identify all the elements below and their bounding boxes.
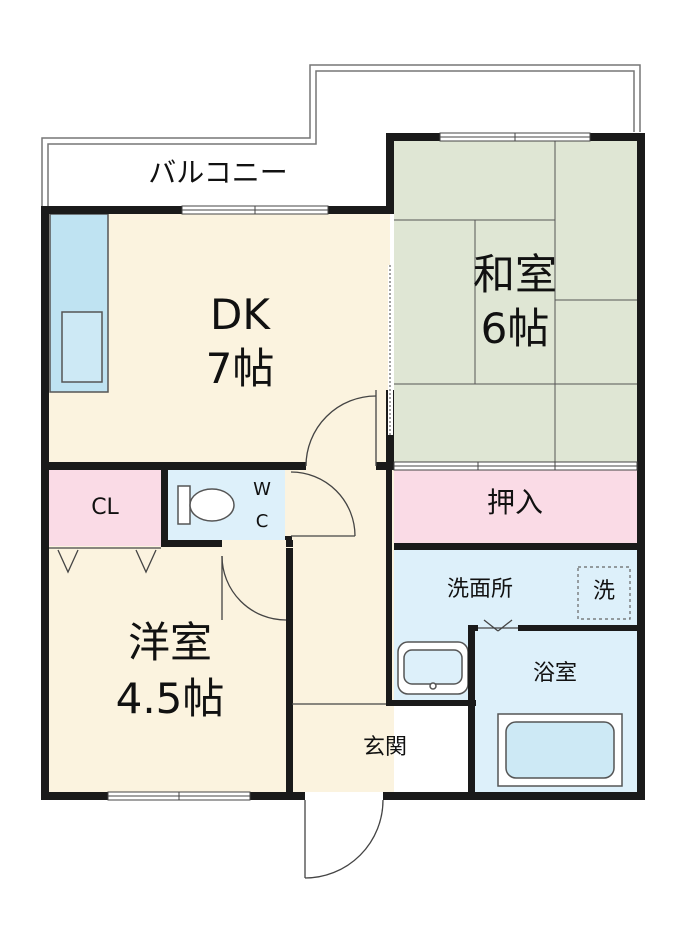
- oshiire-sliding-door: [393, 461, 638, 471]
- balcony-outline: [41, 64, 641, 210]
- wc-w-label: W: [253, 479, 271, 500]
- wc-c-label: C: [255, 511, 269, 532]
- bathtub: [497, 713, 623, 787]
- closet-floor: [45, 470, 165, 546]
- closet-label: CL: [91, 495, 119, 520]
- washitsu-size-label: 6帖: [480, 304, 550, 353]
- washer-label: 洗: [592, 579, 615, 604]
- senmenjo-label: 洗面所: [446, 577, 513, 602]
- washer-space: [577, 566, 631, 620]
- yoshitsu-name-label: 洋室: [127, 618, 212, 667]
- balcony-label: バルコニー: [148, 156, 288, 189]
- toilet-fixture: [177, 485, 235, 525]
- oshiire-label: 押入: [486, 486, 543, 519]
- hallway-floor: [291, 470, 394, 796]
- genkan-label: 玄関: [362, 735, 407, 760]
- wash-basin: [397, 641, 469, 695]
- washitsu-floor: [394, 137, 637, 466]
- washitsu-name-label: 和室: [472, 250, 557, 299]
- kitchen-counter: [49, 213, 109, 393]
- dk-size-label: 7帖: [205, 344, 275, 393]
- oshiire-floor: [394, 470, 637, 546]
- dk-name-label: DK: [210, 290, 270, 339]
- yoshitsu-size-label: 4.5帖: [115, 674, 225, 723]
- yoshitsu-floor: [45, 546, 293, 796]
- tatami-grid: [394, 137, 637, 466]
- doors: [221, 390, 518, 879]
- yokushitsu-label: 浴室: [532, 661, 577, 686]
- closet-folding-door: [49, 547, 161, 574]
- windows: [107, 132, 591, 801]
